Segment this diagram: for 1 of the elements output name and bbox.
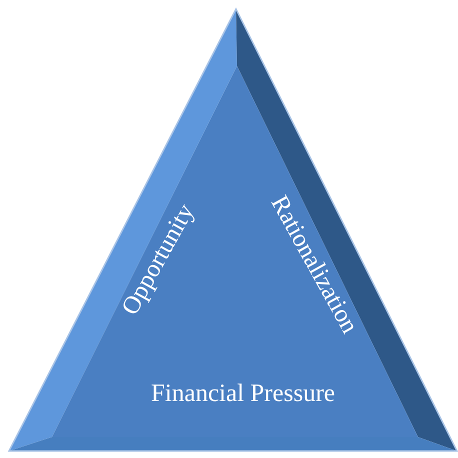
side-label: Financial Pressure [151, 380, 335, 406]
